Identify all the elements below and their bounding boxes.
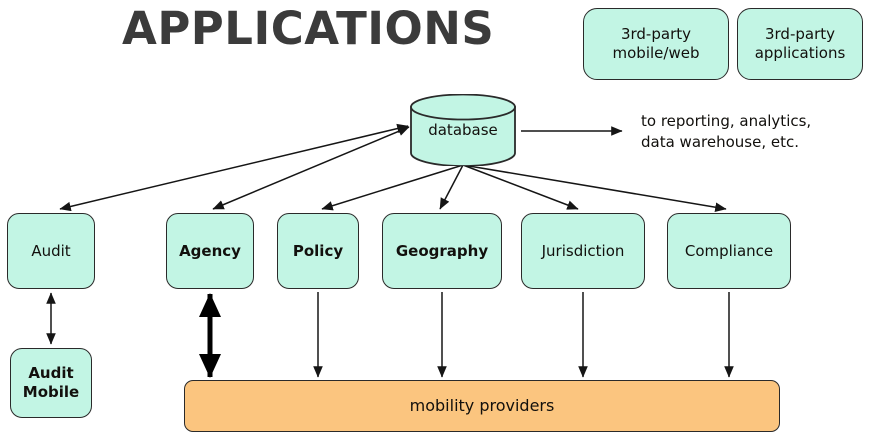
page-title: APPLICATIONS — [122, 2, 495, 55]
database-cylinder-icon — [410, 93, 516, 167]
app-node-audit-mobile-label: Audit Mobile — [22, 364, 80, 401]
third-party-applications-label: 3rd-party applications — [754, 25, 846, 62]
third-party-mobile-web-label: 3rd-party mobile/web — [612, 25, 700, 62]
app-node-compliance-label: Compliance — [684, 241, 774, 260]
mobility-providers-label: mobility providers — [409, 396, 555, 415]
app-node-jurisdiction-label: Jurisdiction — [541, 241, 625, 260]
third-party-applications-box[interactable]: 3rd-party applications — [737, 8, 863, 80]
reporting-destination-note: to reporting, analytics, data warehouse,… — [641, 112, 812, 152]
app-node-geography-label: Geography — [395, 241, 489, 260]
connector-database-audit — [59, 123, 409, 212]
app-node-jurisdiction[interactable]: Jurisdiction — [521, 213, 645, 289]
app-node-agency-label: Agency — [179, 241, 241, 260]
app-node-policy[interactable]: Policy — [277, 213, 359, 289]
app-node-audit-label: Audit — [31, 241, 71, 260]
database-node[interactable]: database — [409, 93, 517, 167]
connector-database-geography — [439, 164, 464, 210]
app-node-policy-label: Policy — [292, 241, 344, 260]
app-node-compliance[interactable]: Compliance — [667, 213, 791, 289]
app-node-agency[interactable]: Agency — [166, 213, 254, 289]
connector-database-compliance — [462, 164, 727, 212]
app-node-geography[interactable]: Geography — [382, 213, 502, 289]
connector-database-jurisdiction — [462, 164, 579, 210]
mobility-providers-bar[interactable]: mobility providers — [184, 380, 780, 432]
connector-database-policy — [321, 164, 464, 211]
database-label: database — [428, 121, 498, 139]
connector-database-agency — [212, 126, 410, 210]
third-party-mobile-web-box[interactable]: 3rd-party mobile/web — [583, 8, 729, 80]
app-node-audit[interactable]: Audit — [7, 213, 95, 289]
app-node-audit-mobile[interactable]: Audit Mobile — [10, 348, 92, 418]
